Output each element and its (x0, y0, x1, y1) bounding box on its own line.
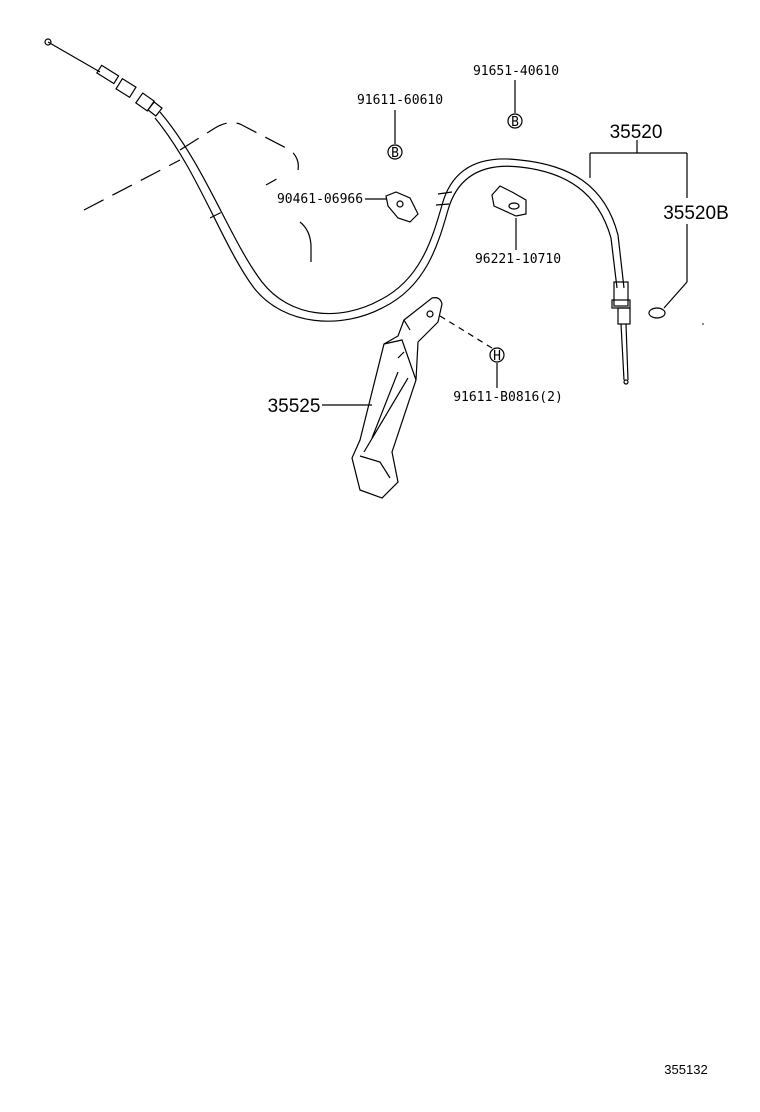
clip-90461 (385, 191, 419, 223)
callout-b2: B (507, 113, 523, 130)
label-96221-10710: 96221-10710 (475, 252, 561, 267)
ring-part (648, 307, 666, 319)
label-91651-40610: 91651-40610 (473, 64, 559, 79)
clamp-96221 (491, 185, 527, 217)
label-91611-B0816: 91611-B0816(2) (453, 390, 563, 405)
reference-number: 355132 (664, 1062, 707, 1077)
svg-text:B: B (391, 146, 399, 161)
callout-b1: B (387, 144, 403, 161)
label-91611-60610: 91611-60610 (357, 93, 443, 108)
label-35525: 35525 (268, 396, 321, 417)
svg-text:H: H (493, 349, 501, 364)
leader-lines (322, 80, 688, 406)
label-35520: 35520 (610, 122, 663, 143)
reference-dashed-lines (83, 122, 312, 262)
label-35520B: 35520B (663, 203, 729, 224)
bracket-35525 (351, 297, 443, 499)
svg-text:B: B (511, 115, 519, 130)
cable-assembly (44, 38, 631, 385)
callout-h: H (489, 347, 505, 364)
label-90461-06966: 90461-06966 (277, 192, 363, 207)
